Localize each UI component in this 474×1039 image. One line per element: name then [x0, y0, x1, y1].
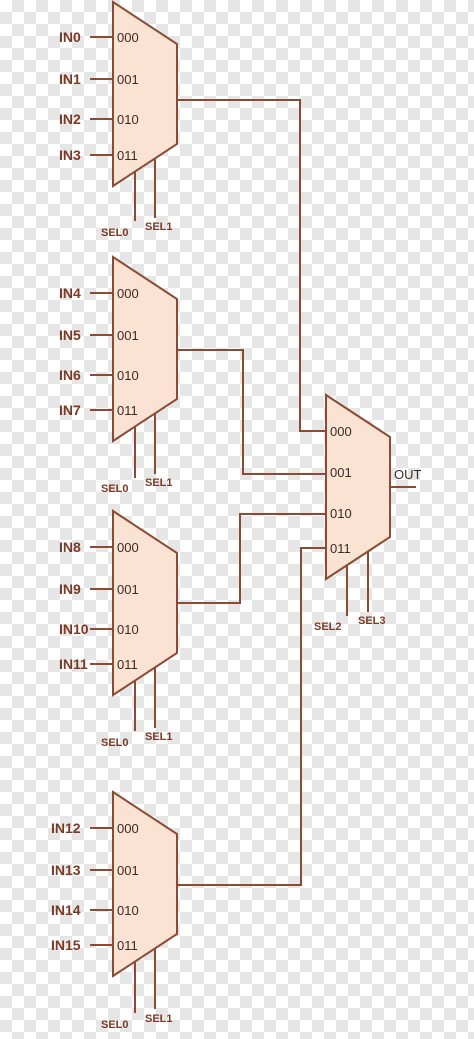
port-label: 001 — [330, 465, 352, 480]
select-label: SEL0 — [101, 227, 129, 239]
port-label: 010 — [330, 506, 352, 521]
input-label: IN6 — [59, 367, 81, 383]
final-mux: 000 001 010 011 OUT SEL2 SEL3 — [314, 393, 422, 633]
port-label: 011 — [330, 541, 351, 556]
input-label: IN13 — [51, 862, 81, 878]
input-label: IN0 — [59, 29, 81, 45]
port-label: 000 — [117, 821, 139, 836]
mux-2: IN8 IN9 IN10 IN11 000 001 010 011 SEL0 S… — [59, 509, 178, 749]
wire-mux0-to-final — [177, 99, 326, 432]
select-label: SEL1 — [145, 731, 173, 743]
port-label: 001 — [117, 863, 139, 878]
select-label: SEL3 — [358, 615, 386, 627]
mux-1: IN4 IN5 IN6 IN7 000 001 010 011 SEL0 SEL… — [59, 255, 178, 495]
input-label: IN1 — [59, 71, 81, 87]
port-label: 011 — [117, 938, 138, 953]
port-label: 001 — [117, 328, 139, 343]
port-label: 001 — [117, 582, 139, 597]
input-label: IN11 — [59, 656, 88, 672]
select-label: SEL1 — [145, 477, 173, 489]
input-label: IN14 — [51, 902, 81, 918]
input-label: IN2 — [59, 111, 81, 127]
select-label: SEL0 — [101, 1019, 129, 1031]
input-label: IN9 — [59, 581, 81, 597]
port-label: 010 — [117, 368, 139, 383]
wire-mux1-to-final — [177, 349, 326, 475]
port-label: 011 — [117, 657, 138, 672]
mux-0: IN0 IN1 IN2 IN3 000 001 010 011 SEL0 SEL… — [59, 0, 178, 239]
input-label: IN4 — [59, 285, 81, 301]
input-label: IN7 — [59, 402, 81, 418]
select-label: SEL1 — [145, 1013, 173, 1025]
wire-mux2-to-final — [177, 513, 326, 604]
output-label: OUT — [394, 467, 422, 482]
select-label: SEL0 — [101, 737, 129, 749]
select-label: SEL2 — [314, 621, 342, 633]
input-label: IN12 — [51, 820, 81, 836]
port-label: 000 — [330, 424, 352, 439]
wire-mux3-to-final — [177, 547, 326, 886]
port-label: 000 — [117, 286, 139, 301]
port-label: 010 — [117, 903, 139, 918]
port-label: 011 — [117, 148, 138, 163]
input-label: IN5 — [59, 327, 81, 343]
input-label: IN8 — [59, 539, 81, 555]
port-label: 011 — [117, 403, 138, 418]
input-label: IN10 — [59, 621, 89, 637]
port-label: 010 — [117, 622, 139, 637]
input-label: IN3 — [59, 147, 81, 163]
port-label: 000 — [117, 30, 139, 45]
select-label: SEL1 — [145, 221, 173, 233]
mux-3: IN12 IN13 IN14 IN15 000 001 010 011 SEL0… — [51, 790, 178, 1031]
port-label: 000 — [117, 540, 139, 555]
select-label: SEL0 — [101, 483, 129, 495]
port-label: 010 — [117, 112, 139, 127]
port-label: 001 — [117, 72, 139, 87]
input-label: IN15 — [51, 937, 81, 953]
